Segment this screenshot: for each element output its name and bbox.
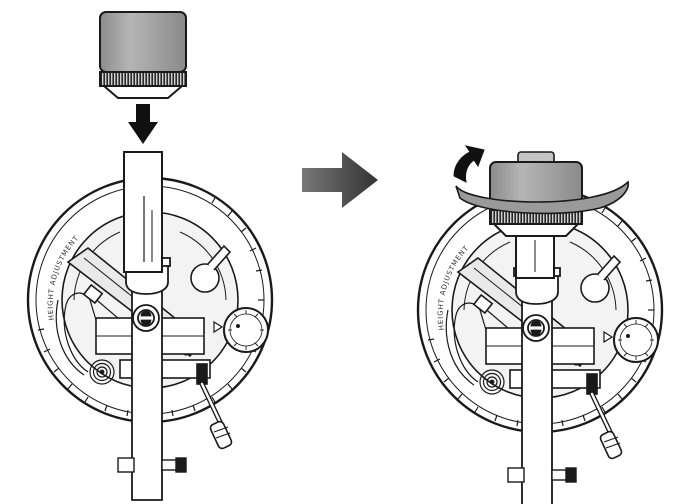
left-upper-sleeve [123,151,163,273]
left-panel: HEIGHT ADJUSTMENT [28,11,272,500]
right-cap [489,151,583,237]
right-panel: HEIGHT ADJUSTMENT [418,145,662,504]
right-short-sleeve [515,231,555,279]
left-cap [99,11,187,99]
rotate-clockwise-icon [453,145,629,215]
arrow-right-icon [302,152,378,208]
arrow-down-icon [128,104,158,144]
